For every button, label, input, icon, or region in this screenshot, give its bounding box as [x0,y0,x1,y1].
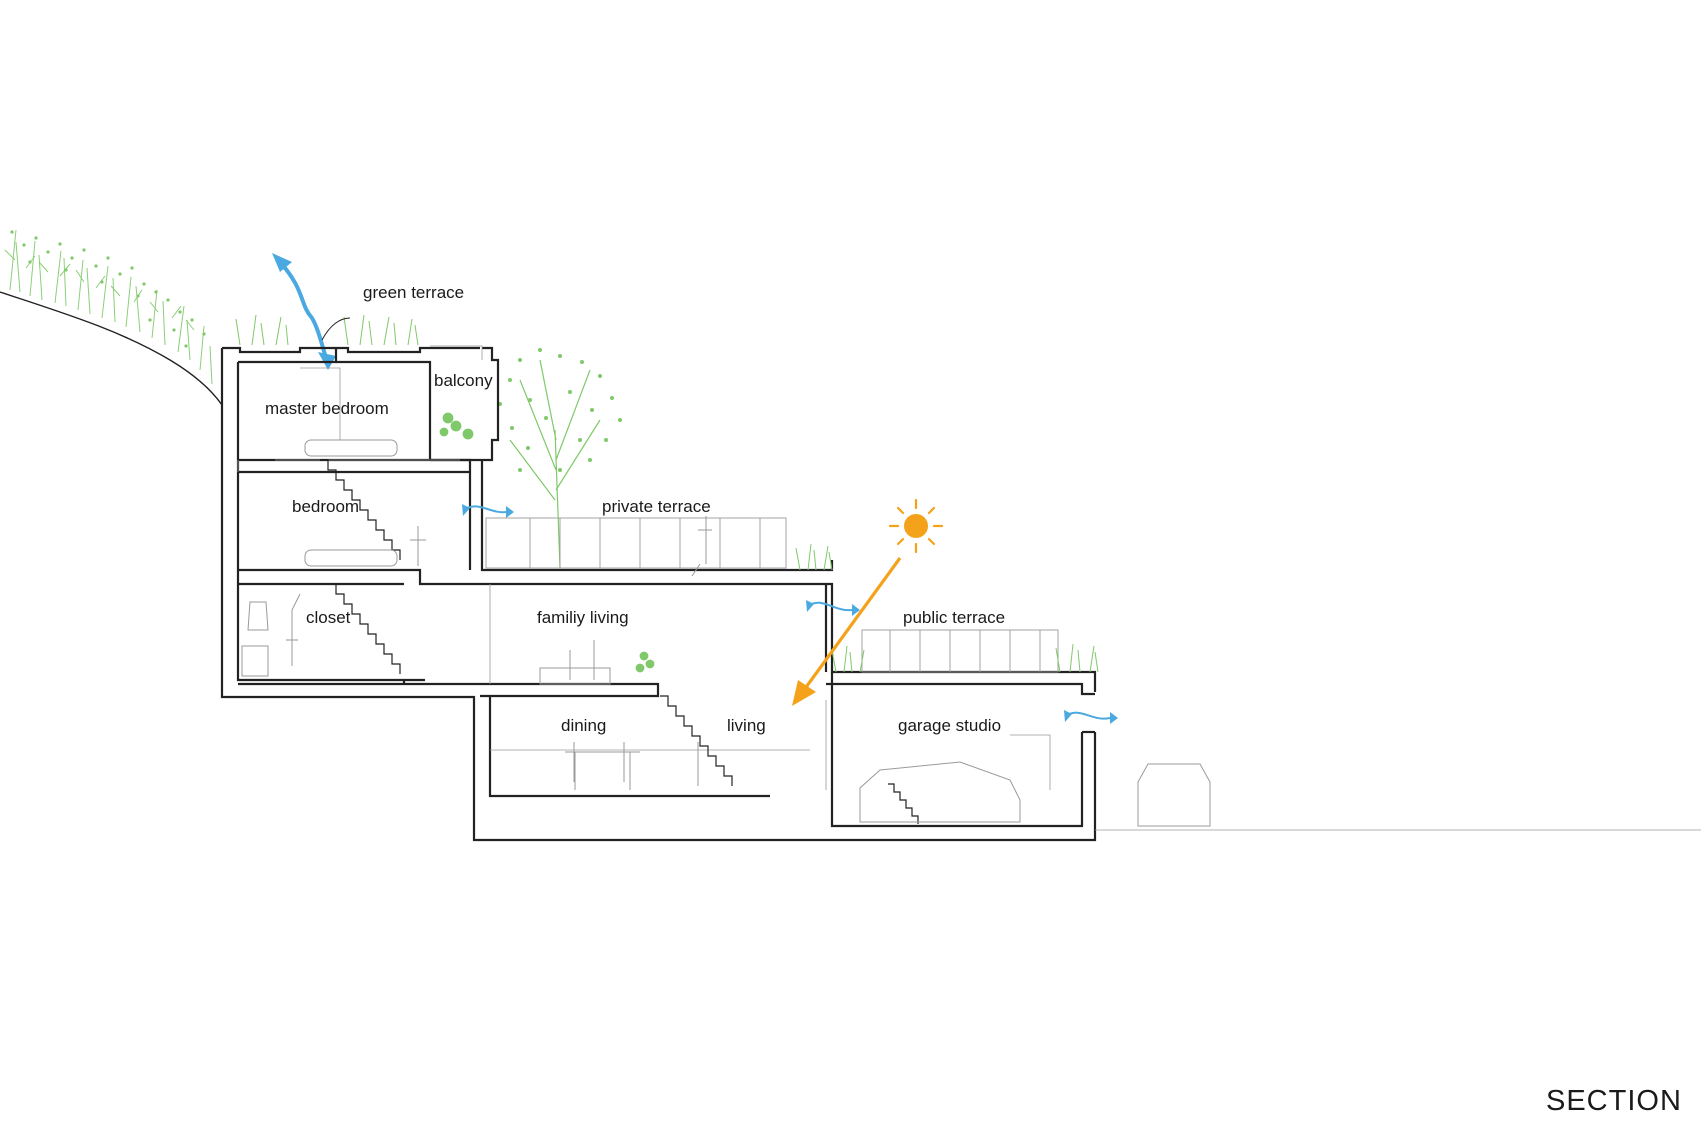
person-icon [410,526,426,566]
roof-vegetation [235,314,419,346]
car-icon [1137,763,1211,827]
public-terrace-railing [861,629,1059,673]
private-terrace-railing [485,517,787,569]
hillside-dots [10,230,206,348]
hillside-line [0,291,223,406]
interior-thin-lines [237,345,1701,831]
tree-canopy-dots [498,348,622,472]
label-garage-studio: garage studio [898,716,1002,735]
diagram-title: SECTION [1546,1085,1682,1117]
tree-icon [509,359,601,569]
person-icon [286,593,301,666]
car-icon [859,761,1021,823]
sun-icon [888,498,944,554]
airflow-arrow-icon [278,260,328,359]
label-family-living: familiy living [537,608,629,627]
person-icon [569,640,595,680]
hanging-coat [247,601,269,631]
building-walls [220,346,1097,842]
label-balcony: balcony [434,371,493,390]
hillside-vegetation [4,229,213,385]
airflow-arrowhead-icon [272,253,292,272]
person-icon [691,516,712,577]
bed-lower [304,549,398,567]
airflow-arrowheads [462,504,1118,724]
label-public-terrace: public terrace [903,608,1006,627]
sunlight-arrowhead-icon [792,680,816,706]
label-dining: dining [561,716,607,735]
dining-table [565,751,640,790]
closet-drawers [241,645,269,677]
sofa [539,667,611,685]
label-bedroom: bedroom [292,497,360,516]
plant-icon [439,412,655,673]
label-closet: closet [306,608,351,627]
furniture-and-people [241,439,712,790]
terrace-shrubs [795,543,1099,673]
skylight-hatch [321,317,351,341]
label-green-terrace: green terrace [363,283,465,302]
stairs [320,459,919,824]
label-master-bedroom: master bedroom [265,399,389,418]
label-living: living [727,716,766,735]
label-private-terrace: private terrace [602,497,711,516]
bed-master [304,439,398,457]
sunlight-arrow-icon [802,557,902,691]
person-icon [573,742,699,786]
